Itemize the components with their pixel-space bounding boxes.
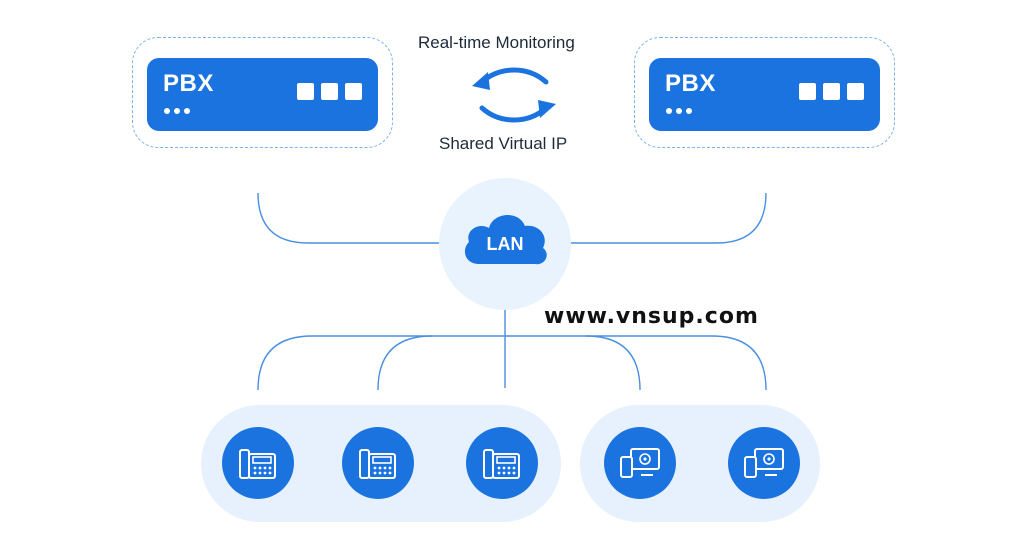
caption-shared-virtual-ip: Shared Virtual IP bbox=[439, 134, 568, 153]
branch-softphone-1 bbox=[585, 335, 641, 391]
softphone-icon bbox=[620, 448, 660, 478]
sync-arrows-icon bbox=[472, 67, 556, 123]
caption-real-time-monitoring: Real-time Monitoring bbox=[418, 33, 575, 52]
pbx-right-ports bbox=[799, 83, 864, 100]
softphone-icon bbox=[744, 448, 784, 478]
softphone-2 bbox=[728, 427, 800, 499]
pbx-left-group: PBX bbox=[132, 37, 393, 148]
desk-phone-icon bbox=[239, 449, 276, 479]
softphone-1 bbox=[604, 427, 676, 499]
desk-phone-icon bbox=[359, 449, 396, 479]
desk-phone-icon bbox=[483, 449, 520, 479]
pbx-left-ports bbox=[297, 83, 362, 100]
pbx-right-group: PBX bbox=[634, 37, 895, 148]
pbx-left-label: PBX bbox=[163, 70, 214, 97]
desk-phone-1 bbox=[222, 427, 294, 499]
right-pbx-link bbox=[548, 192, 767, 244]
watermark-url: www.vnsup.com bbox=[544, 304, 759, 329]
left-pbx-link bbox=[257, 192, 470, 244]
lan-label: LAN bbox=[486, 234, 524, 254]
branch-phone-2 bbox=[377, 335, 433, 391]
pbx-right-label: PBX bbox=[665, 70, 716, 97]
pbx-right-status-dots bbox=[666, 108, 692, 114]
desk-phone-3 bbox=[466, 427, 538, 499]
pbx-right-box: PBX bbox=[649, 58, 880, 131]
pbx-left-box: PBX bbox=[147, 58, 378, 131]
desk-phone-2 bbox=[342, 427, 414, 499]
distribution-bus bbox=[257, 335, 767, 391]
pbx-left-status-dots bbox=[164, 108, 190, 114]
lan-cloud-icon bbox=[464, 214, 547, 265]
